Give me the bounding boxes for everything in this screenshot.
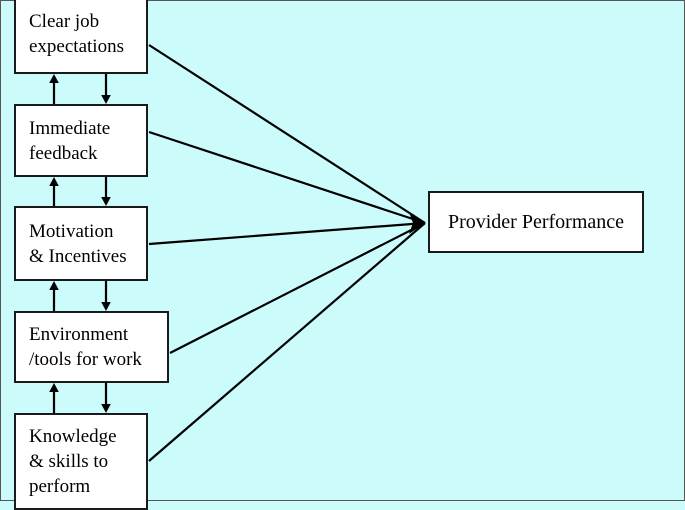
node-label-line: Environment [29, 324, 129, 345]
node-clear-job-expectations[interactable]: Clear job expectations [14, 0, 148, 74]
driver-to-outcome-edges [148, 44, 426, 462]
node-label-line: Provider Performance [447, 210, 625, 233]
node-immediate-feedback[interactable]: Immediate feedback [14, 104, 148, 177]
convergence-arrowhead-icon [409, 212, 425, 234]
edge-motivation-incentives-to-provider-performance [148, 221, 426, 246]
node-label-line: Clear job [29, 10, 100, 32]
edge-immediate-feedback-to-provider-performance [148, 130, 426, 225]
node-environment-tools-for-work[interactable]: Environment /tools for work [14, 311, 169, 383]
node-label-line: & Incentives [29, 245, 127, 267]
node-label-line: Motivation [29, 220, 114, 242]
node-provider-performance[interactable]: Provider Performance [428, 191, 644, 253]
edge-clear-job-expectations-to-provider-performance [148, 44, 426, 224]
node-motivation-incentives[interactable]: Motivation & Incentives [14, 206, 148, 281]
node-label-line: Immediate [29, 117, 111, 139]
node-label-line: perform [29, 476, 91, 497]
node-label-line: /tools for work [29, 349, 142, 370]
node-knowledge-skills-to-perform[interactable]: Knowledge & skills to perform [14, 413, 148, 510]
node-label-line: feedback [29, 142, 98, 164]
node-label-line: expectations [29, 35, 124, 57]
node-label-line: Knowledge [29, 426, 117, 447]
node-label-line: & skills to [29, 451, 109, 472]
edge-environment-tools-for-work-to-provider-performance [169, 222, 426, 354]
edge-knowledge-skills-to-perform-to-provider-performance [148, 222, 426, 462]
